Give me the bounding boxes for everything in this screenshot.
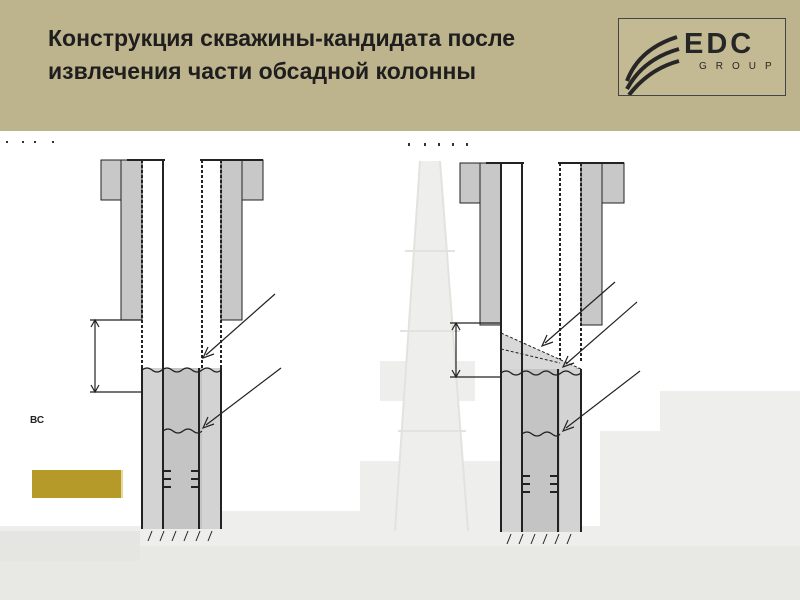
scale-marks-right xyxy=(408,143,468,146)
accent-box xyxy=(32,470,123,498)
well-right xyxy=(450,162,641,545)
swoosh-icon xyxy=(625,35,680,95)
well-schematics xyxy=(6,141,641,545)
side-label: ВС xyxy=(30,415,45,426)
background-rig-image xyxy=(0,160,800,600)
edc-logo: EDC GROUP xyxy=(618,18,786,96)
header-band: Конструкция скважины-кандидата после изв… xyxy=(0,0,800,131)
scale-marks-left xyxy=(6,141,54,143)
well-left xyxy=(90,159,282,542)
logo-sub: GROUP xyxy=(699,61,781,72)
slide-title: Конструкция скважины-кандидата после изв… xyxy=(48,25,516,84)
logo-word: EDC xyxy=(684,28,755,60)
